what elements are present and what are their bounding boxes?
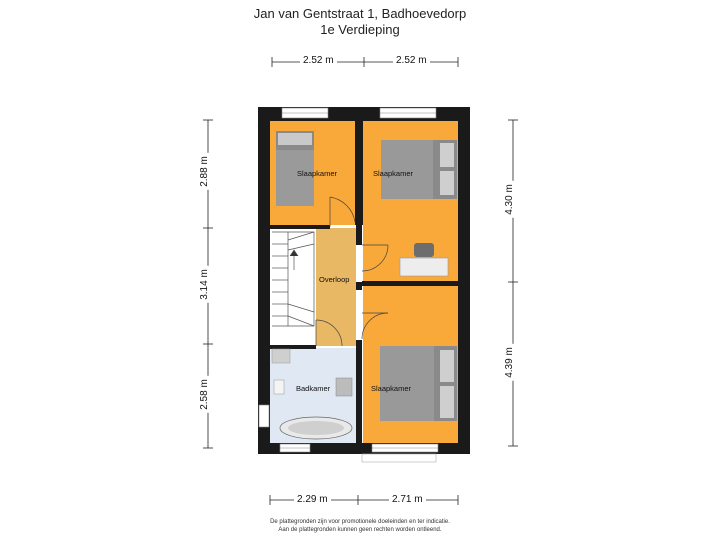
staircase bbox=[272, 231, 315, 327]
dim-top-right: 2.52 m bbox=[393, 55, 430, 66]
dim-top-left: 2.52 m bbox=[300, 55, 337, 66]
bed-bottom-right bbox=[380, 346, 457, 421]
dim-right-lower: 4.39 m bbox=[503, 344, 515, 381]
dim-right-upper: 4.30 m bbox=[503, 181, 515, 218]
dim-left-middle: 3.14 m bbox=[198, 266, 210, 303]
bed-top-right bbox=[381, 140, 457, 199]
dim-left-lower: 2.58 m bbox=[198, 376, 210, 413]
bathtub-inner bbox=[288, 421, 344, 435]
toilet bbox=[273, 379, 285, 395]
floor-title: 1e Verdieping bbox=[320, 22, 400, 37]
doors bbox=[315, 196, 389, 347]
landing-fill bbox=[316, 228, 356, 346]
address-title: Jan van Gentstraat 1, Badhoevedorp bbox=[253, 6, 467, 21]
room-label-landing: Overloop bbox=[319, 275, 349, 284]
dim-bottom-right: 2.71 m bbox=[389, 494, 426, 505]
sink bbox=[335, 377, 353, 397]
desk bbox=[399, 257, 449, 277]
dim-left-upper: 2.88 m bbox=[198, 153, 210, 190]
room-label-bathroom: Badkamer bbox=[296, 384, 331, 393]
bed-small bbox=[276, 131, 314, 206]
dim-bottom-left: 2.29 m bbox=[294, 494, 331, 505]
disclaimer-line-1: De plattegronden zijn voor promotionele … bbox=[270, 519, 450, 525]
disclaimer-line-2: Aan de plattegronden kunnen geen rechten… bbox=[278, 527, 442, 533]
balcony-step bbox=[361, 453, 437, 463]
desk-chair bbox=[414, 243, 434, 257]
room-label-bedroom-top-right: Slaapkamer bbox=[373, 169, 414, 178]
window-lines bbox=[280, 112, 438, 449]
room-label-bedroom-small: Slaapkamer bbox=[297, 169, 338, 178]
washing-machine bbox=[271, 348, 291, 364]
stairwell bbox=[270, 228, 316, 328]
room-label-bedroom-bottom-right: Slaapkamer bbox=[371, 384, 412, 393]
